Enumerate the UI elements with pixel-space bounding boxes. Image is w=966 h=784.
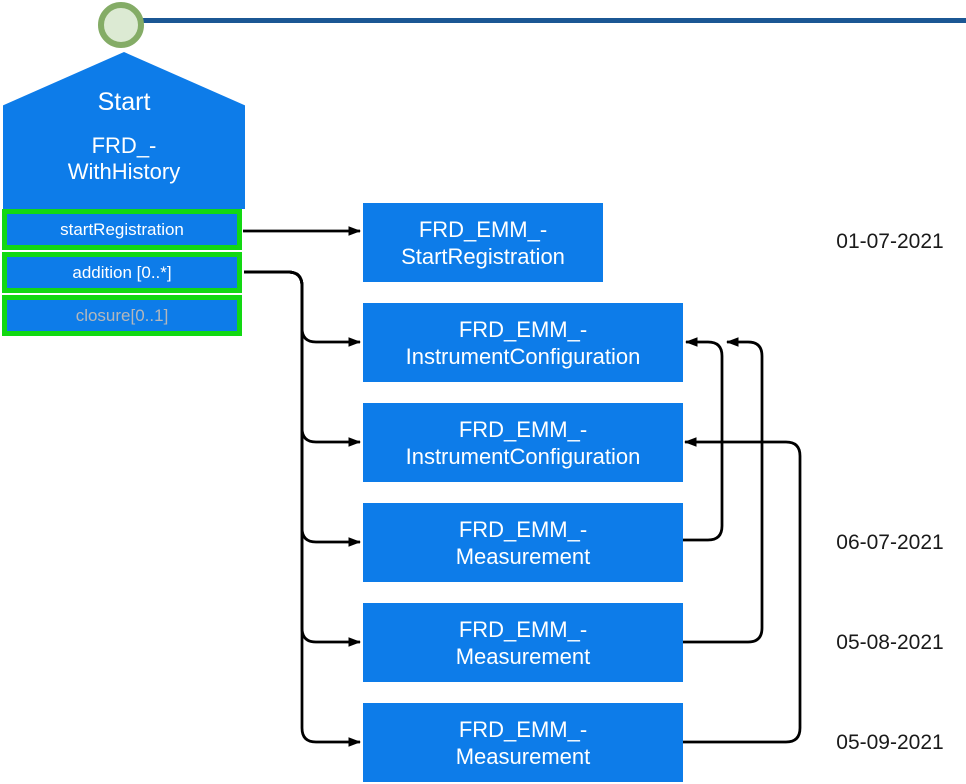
event-box-measurement-2: FRD_EMM_- Measurement [363, 603, 683, 682]
start-node-name-line1: FRD_- [91, 133, 157, 158]
start-node-title: Start [97, 88, 151, 116]
date-label-3: 05-08-2021 [836, 631, 944, 654]
event-box-startregistration: FRD_EMM_- StartRegistration [363, 203, 603, 282]
event-box-instrumentconfiguration-2: FRD_EMM_- InstrumentConfiguration [363, 403, 683, 482]
connector-addition-2 [244, 270, 361, 447]
connector-measurement2-back [683, 337, 764, 644]
event-box-line1: FRD_EMM_- [458, 716, 588, 742]
row-addition-label: addition [0..*] [72, 262, 172, 282]
event-box-line2: Measurement [455, 743, 591, 769]
date-label-1: 01-07-2021 [836, 230, 944, 253]
event-box-line1: FRD_EMM_- [458, 416, 588, 442]
event-box-measurement-1: FRD_EMM_- Measurement [363, 503, 683, 582]
row-closure-label: closure[0..1] [75, 305, 169, 325]
date-label-4: 05-09-2021 [836, 731, 944, 754]
connector-addition-1 [244, 270, 361, 347]
row-addition: addition [0..*] [2, 252, 242, 293]
event-box-line2: Measurement [455, 543, 591, 569]
row-startregistration-label: startRegistration [60, 219, 184, 239]
event-box-line1: FRD_EMM_- [458, 316, 588, 342]
event-box-line1: FRD_EMM_- [418, 216, 548, 242]
event-box-line2: InstrumentConfiguration [405, 443, 641, 469]
event-box-line1: FRD_EMM_- [458, 516, 588, 542]
start-node-name: FRD_- WithHistory [3, 133, 245, 185]
connector-addition-4 [244, 270, 361, 647]
connector-addition-5 [244, 270, 361, 747]
event-box-line2: Measurement [455, 643, 591, 669]
event-box-line2: StartRegistration [401, 243, 565, 269]
date-label-2: 06-07-2021 [836, 531, 944, 554]
connector-measurement3-back [683, 437, 802, 744]
row-startregistration: startRegistration [2, 209, 242, 250]
timeline-line [143, 18, 966, 23]
start-node-name-line2: WithHistory [67, 159, 181, 184]
timeline-marker-circle-icon [98, 2, 144, 48]
connector-addition-3 [244, 270, 361, 547]
start-node: Start FRD_- WithHistory [3, 52, 245, 209]
connector-measurement1-back [683, 337, 724, 542]
row-closure: closure[0..1] [2, 295, 242, 336]
event-box-measurement-3: FRD_EMM_- Measurement [363, 703, 683, 782]
event-box-line2: InstrumentConfiguration [405, 343, 641, 369]
event-box-line1: FRD_EMM_- [458, 616, 588, 642]
event-box-instrumentconfiguration-1: FRD_EMM_- InstrumentConfiguration [363, 303, 683, 382]
